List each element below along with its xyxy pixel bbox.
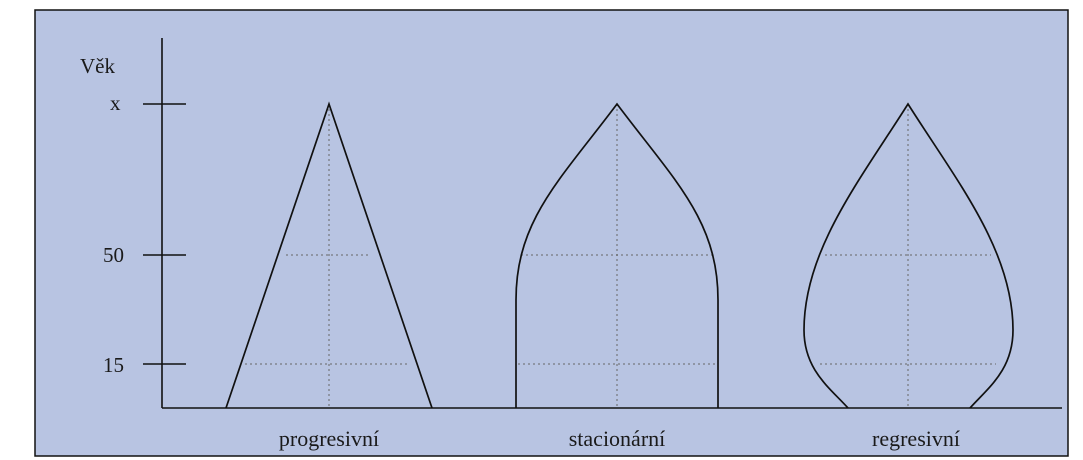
outline-progressive — [225, 101, 433, 409]
shape-progressive — [225, 101, 433, 409]
panel-background — [34, 9, 1069, 457]
tick-label-x: x — [110, 91, 121, 115]
outline-regressive — [803, 102, 1014, 409]
y-axis-label: Věk — [80, 54, 115, 78]
shape-stationary — [515, 102, 719, 408]
label-stationary: stacionární — [569, 426, 666, 451]
label-progressive: progresivní — [279, 426, 379, 451]
tick-label-50: 50 — [103, 243, 124, 267]
tick-label-15: 15 — [103, 353, 124, 377]
label-regressive: regresivní — [872, 426, 960, 451]
shape-regressive — [803, 102, 1014, 409]
outline-stationary — [515, 102, 719, 408]
